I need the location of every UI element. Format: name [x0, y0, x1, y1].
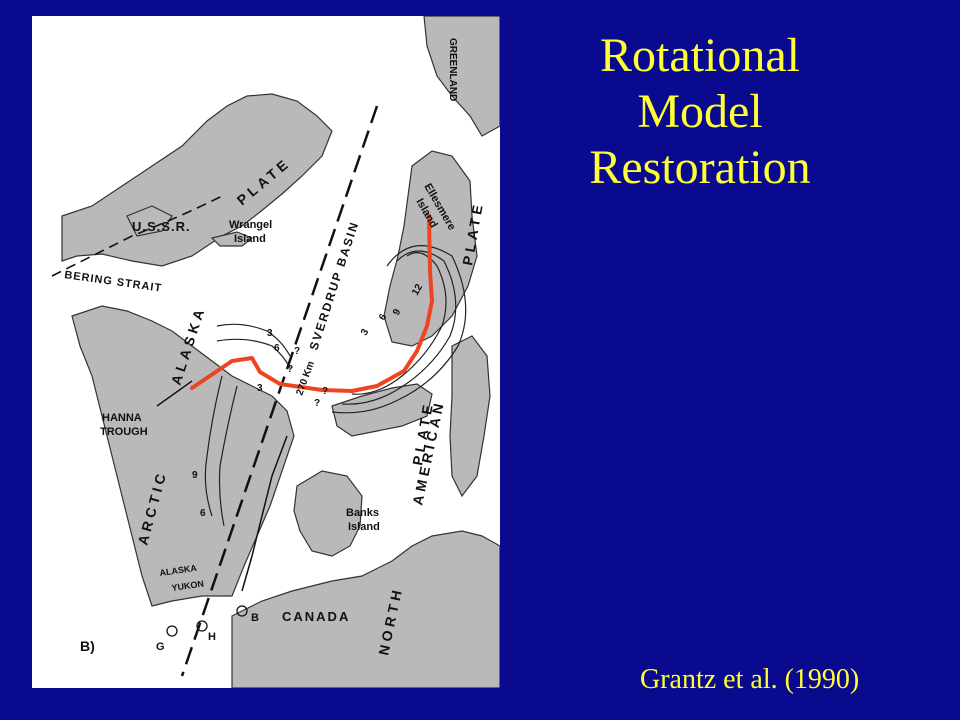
greenland-landmass	[423, 16, 500, 137]
site-h-marker	[196, 620, 208, 632]
contour-number: 6	[377, 312, 390, 323]
hanna-label: HANNA	[102, 412, 142, 424]
canada-mainland	[231, 530, 500, 688]
site-b-marker	[236, 605, 248, 617]
contour-line	[216, 338, 291, 369]
banks-label: Banks	[346, 507, 379, 519]
contour-line	[216, 323, 291, 357]
contour-number: 6	[274, 343, 280, 354]
yukon-label: YUKON	[171, 579, 205, 593]
title-line: Restoration	[589, 141, 811, 194]
contour-number: 9	[391, 307, 404, 318]
contour-number: 6	[200, 508, 206, 519]
east-coast-strip	[449, 335, 491, 498]
uncertainty-mark: ?	[322, 386, 328, 397]
uncertainty-mark: ?	[294, 346, 300, 357]
wrangel-label: Wrangel	[229, 219, 272, 231]
ussr-landmass	[61, 93, 333, 267]
contour-number: 12	[410, 282, 425, 298]
canada-label: CANADA	[282, 609, 350, 624]
site-b-label: B	[251, 612, 259, 624]
contour-line	[204, 375, 223, 517]
arctic-map: GREENLAND Ellesmere Island PLATE U.S.S.R…	[51, 16, 500, 688]
distance-label: 270 Km	[294, 360, 317, 397]
wrangel-island-label: Island	[234, 233, 266, 245]
trough-label: TROUGH	[100, 426, 148, 438]
restoration-line	[190, 214, 434, 393]
map-figure: GREENLAND Ellesmere Island PLATE U.S.S.R…	[32, 16, 500, 688]
site-g-marker	[166, 625, 178, 637]
title-line: Rotational	[600, 29, 800, 82]
bering-arc-line	[51, 195, 223, 277]
fault-line	[241, 435, 288, 592]
bering-strait-label: BERING STRAIT	[64, 269, 163, 295]
contour-number: 3	[267, 328, 273, 339]
alaska-landmass	[71, 305, 295, 607]
banks-island-label: Island	[348, 521, 380, 533]
site-h-label: H	[208, 631, 216, 643]
hanna-arrow	[156, 380, 193, 407]
greenland-label: GREENLAND	[447, 38, 458, 101]
ussr-peninsula	[126, 205, 173, 237]
uncertainty-mark: ?	[287, 364, 293, 375]
citation: Grantz et al. (1990)	[640, 664, 860, 695]
panel-label: B)	[80, 638, 95, 654]
slide-title: Rotational Model Restoration	[540, 28, 860, 196]
site-g-label: G	[156, 641, 165, 653]
rift-axis-line	[180, 105, 379, 677]
contour-line	[218, 385, 238, 527]
contour-number: 9	[192, 470, 198, 481]
title-line: Model	[637, 85, 763, 138]
ussr-label: U.S.S.R.	[132, 219, 191, 234]
contour-number: 3	[257, 383, 263, 394]
arctic-islands	[331, 383, 433, 437]
contour-number: 3	[359, 327, 372, 338]
uncertainty-mark: ?	[314, 398, 320, 409]
banks-island	[293, 470, 363, 557]
wrangel-island	[210, 231, 254, 247]
